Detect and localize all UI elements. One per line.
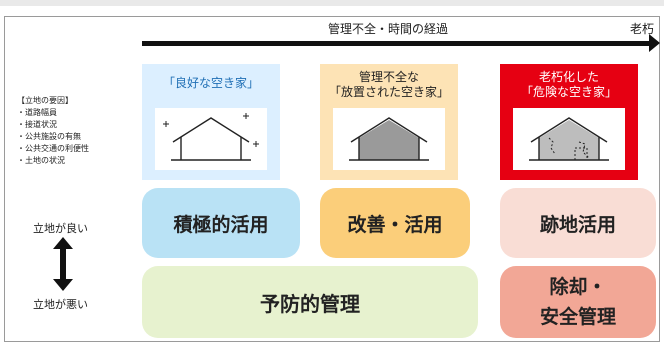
column-title-line: 管理不全な xyxy=(358,70,419,84)
strategy-preventive: 予防的管理 xyxy=(142,266,478,338)
column-title-line: 「良好な空き家」 xyxy=(162,76,259,90)
axis-good-label: 立地が良い xyxy=(33,222,88,235)
factor-item: ・公共施設の有無 xyxy=(17,132,81,141)
column-title-line: 「放置された空き家」 xyxy=(328,85,449,99)
factors-title: 【立地の要因】 xyxy=(17,96,73,105)
column-title: 老朽化した 「危険な空き家」 xyxy=(500,70,638,100)
strategy-site-use: 跡地活用 xyxy=(500,188,656,258)
strategy-removal: 除却・ 安全管理 xyxy=(500,266,656,338)
location-factors: 【立地の要因】 ・道路幅員 ・接道状況 ・公共施設の有無 ・公共交通の利便性 ・… xyxy=(17,95,117,167)
column-title-line: 「危険な空き家」 xyxy=(520,85,617,99)
axis-bad-label: 立地が悪い xyxy=(33,298,88,311)
top-strip xyxy=(0,0,664,6)
progress-end-label: 老朽 xyxy=(630,22,655,36)
progress-arrow-head xyxy=(649,34,660,52)
strategy-improve-use: 改善・活用 xyxy=(320,188,470,258)
column-neglected-house: 管理不全な 「放置された空き家」 xyxy=(320,64,458,180)
column-title-line: 老朽化した xyxy=(538,70,599,84)
column-title: 管理不全な 「放置された空き家」 xyxy=(320,70,458,100)
column-dangerous-house: 老朽化した 「危険な空き家」 xyxy=(500,64,638,180)
factor-item: ・公共交通の利便性 xyxy=(17,144,89,153)
house-panel xyxy=(333,108,445,170)
house-panel xyxy=(155,108,267,170)
strategy-removal-line: 除却・ xyxy=(549,276,607,298)
strategy-removal-line: 安全管理 xyxy=(539,306,616,328)
neglected-house-icon xyxy=(349,117,429,161)
factor-item: ・接道状況 xyxy=(17,120,57,129)
dangerous-house-icon xyxy=(529,117,609,161)
column-title: 「良好な空き家」 xyxy=(142,76,280,91)
column-good-house: 「良好な空き家」 xyxy=(142,64,280,180)
progress-label: 管理不全・時間の経過 xyxy=(328,22,449,36)
factor-item: ・道路幅員 xyxy=(17,108,57,117)
up-down-arrow-icon xyxy=(53,237,73,291)
factor-item: ・土地の状況 xyxy=(17,156,65,165)
progress-arrow xyxy=(142,41,652,46)
strategy-active-use: 積極的活用 xyxy=(142,188,300,258)
house-panel xyxy=(513,108,625,170)
good-house-icon xyxy=(163,113,259,161)
